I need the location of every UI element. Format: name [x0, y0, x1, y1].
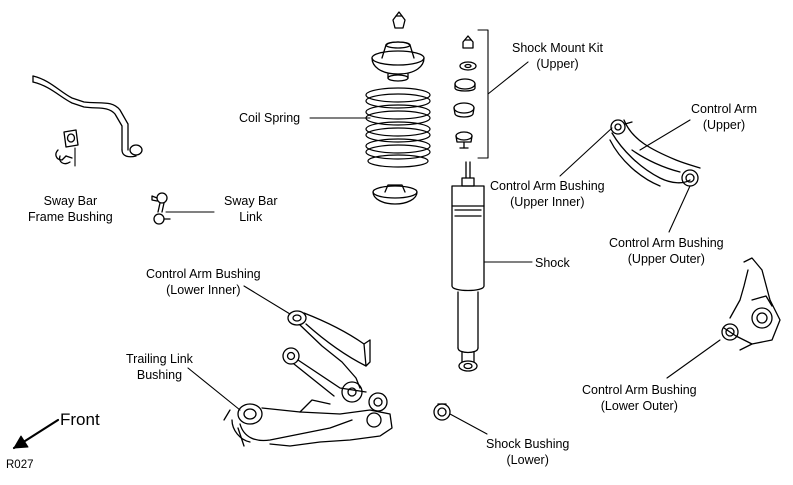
knuckle: [721, 257, 781, 351]
shock-top-nut: [392, 11, 406, 29]
diagram-code: R027: [6, 459, 34, 471]
label-control-arm-bushing-lower-inner: Control Arm Bushing(Lower Inner): [146, 267, 261, 297]
label-control-arm-bushing-lower-outer: Control Arm Bushing(Lower Outer): [582, 383, 697, 413]
shock-absorber: [451, 161, 485, 372]
lower-spring-seat: [372, 184, 418, 205]
front-label: Front: [60, 410, 100, 429]
sway-bar-link: [151, 192, 171, 225]
front-arrow-icon: [12, 418, 60, 450]
label-coil-spring: Coil Spring: [239, 111, 301, 125]
shock-mount-kit-parts: [453, 35, 477, 149]
lower-shock-bushing: [433, 403, 451, 421]
sway-bar: [32, 75, 143, 158]
trailing-link-assembly: [223, 347, 393, 447]
upper-spring-mount: [371, 41, 425, 82]
label-control-arm-upper: Control Arm(Upper): [691, 102, 757, 132]
sway-bar-frame-bushing: [55, 129, 79, 165]
label-shock: Shock: [535, 256, 570, 270]
lower-control-arm: [287, 310, 371, 389]
coil-spring: [365, 87, 431, 168]
leader-lines: [74, 29, 721, 435]
upper-control-arm: [609, 119, 701, 187]
label-control-arm-bushing-upper-inner: Control Arm Bushing(Upper Inner): [490, 179, 605, 209]
label-shock-bushing-lower: Shock Bushing(Lower): [486, 437, 570, 467]
label-shock-mount-kit: Shock Mount Kit(Upper): [512, 41, 604, 71]
label-control-arm-bushing-upper-outer: Control Arm Bushing(Upper Outer): [609, 236, 724, 266]
